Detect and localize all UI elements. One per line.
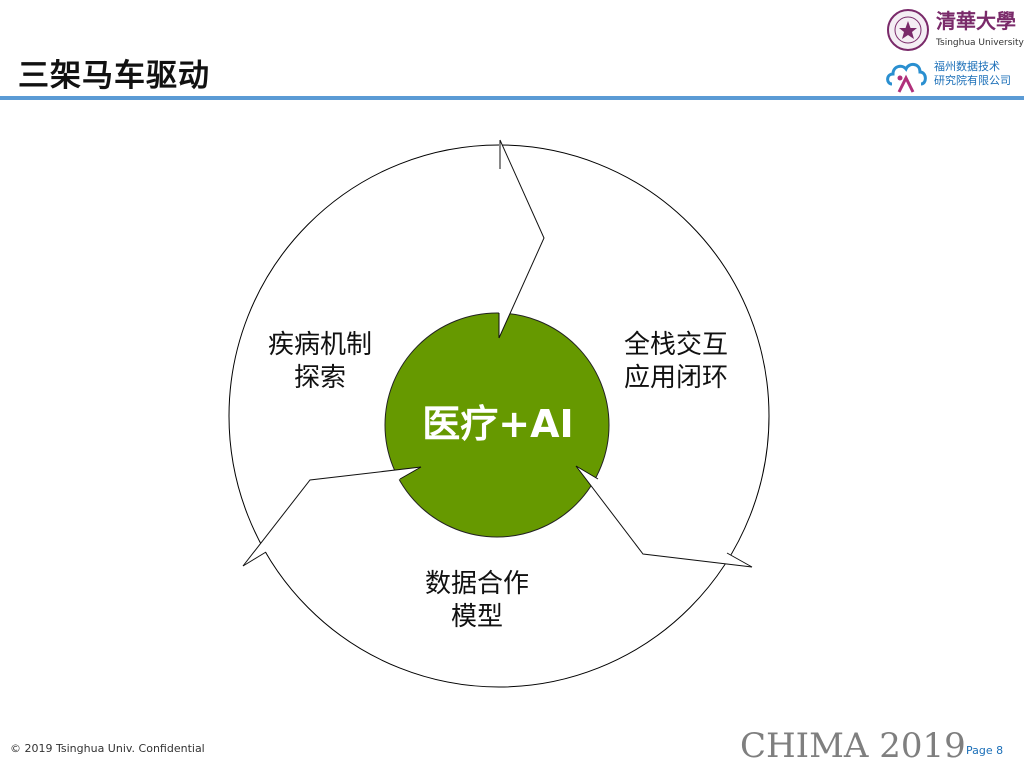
university-name-cn: 清華大學 — [936, 9, 1016, 33]
segment-label-line1: 疾病机制 — [267, 330, 372, 360]
event-watermark: CHIMA 2019 — [740, 726, 966, 766]
arrow-top — [498, 139, 545, 339]
university-name-en: Tsinghua University — [936, 38, 1024, 48]
segment-data-model: 数据合作 模型 — [402, 568, 552, 634]
company-name: 福州数据技术研究院有限公司 — [934, 60, 1011, 88]
tsinghua-logo: 清華大學 Tsinghua University — [886, 8, 1024, 54]
segment-label-line2: 模型 — [450, 602, 503, 632]
title-divider — [0, 96, 1024, 100]
segment-label-line2: 应用闭环 — [623, 363, 728, 393]
cloud-people-icon — [886, 63, 927, 93]
segment-disease-mechanism: 疾病机制 探索 — [245, 329, 395, 395]
company-name-line2: 研究院有限公司 — [934, 74, 1011, 87]
arrow-left — [242, 466, 422, 567]
segment-label-line2: 探索 — [293, 363, 346, 393]
tsinghua-seal-icon — [887, 9, 929, 51]
slide-title: 三架马车驱动 — [18, 58, 210, 94]
footer-copyright: © 2019 Tsinghua Univ. Confidential — [10, 742, 205, 755]
center-label: 医疗+AI — [422, 402, 574, 446]
company-logo: 福州数据技术研究院有限公司 — [886, 58, 1020, 96]
arrow-right — [575, 465, 753, 568]
segment-full-stack: 全栈交互 应用闭环 — [601, 329, 751, 395]
center-circle — [384, 312, 610, 538]
segment-label-line1: 数据合作 — [424, 569, 529, 599]
page-number: Page 8 — [966, 744, 1004, 757]
company-name-line1: 福州数据技术 — [934, 60, 1000, 73]
segment-label-line1: 全栈交互 — [623, 330, 728, 360]
